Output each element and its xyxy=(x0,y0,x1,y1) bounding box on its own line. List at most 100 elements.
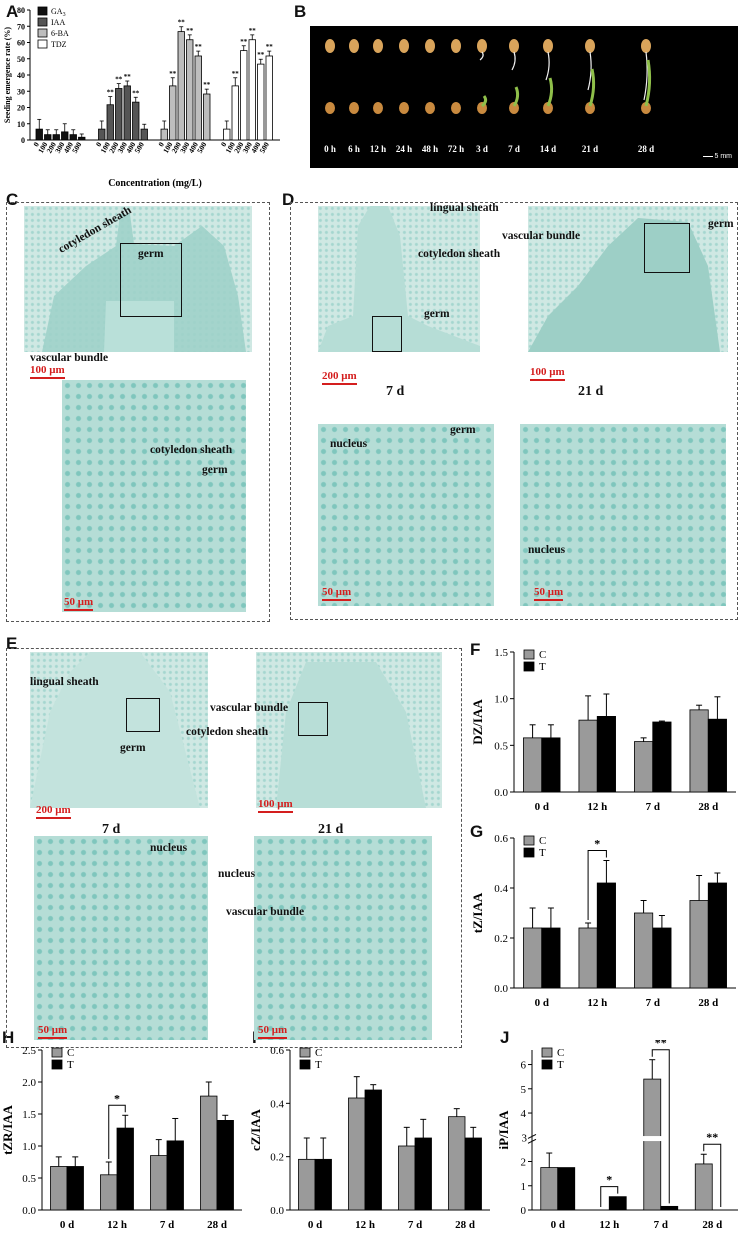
scale-bar-e-bl: 50 μm xyxy=(38,1024,67,1039)
sig-mark-a: ** xyxy=(115,76,123,84)
bar-a xyxy=(223,128,231,141)
significance-mark: * xyxy=(594,837,600,851)
label-nucleus-d: nucleus xyxy=(330,438,368,450)
bar xyxy=(596,882,616,989)
micrograph-c-bottom xyxy=(62,380,246,612)
legend-swatch xyxy=(51,1047,63,1058)
scale-bar-c-top: 100 μm xyxy=(30,364,65,379)
bar-a xyxy=(160,128,168,141)
panel-label-b: B xyxy=(294,2,307,21)
bar xyxy=(557,1167,576,1211)
panel-label-j: J xyxy=(500,1028,510,1047)
scale-bar-c-bottom: 50 μm xyxy=(64,596,93,611)
significance-mark: * xyxy=(114,1091,120,1105)
bar xyxy=(150,1155,168,1211)
legend-swatch xyxy=(541,1059,553,1070)
panel-label-g: G xyxy=(470,822,484,841)
bar xyxy=(523,737,543,793)
significance-bracket xyxy=(651,1049,670,1204)
shoot-10 xyxy=(644,59,652,107)
roi-box-e-21d xyxy=(298,702,328,736)
sig-mark-a: ** xyxy=(169,70,177,78)
scale-bar-d-tr: 100 μm xyxy=(530,366,565,381)
shoot-6 xyxy=(480,95,488,108)
bar-a xyxy=(194,55,202,141)
y-tick-label: 0.4 xyxy=(494,883,508,895)
micrograph-e-21d-zoom xyxy=(254,836,432,1040)
panel-label-c: C xyxy=(6,190,19,209)
x-tick-label: 0 d xyxy=(535,801,549,813)
seed-bottom-8 xyxy=(543,102,553,114)
seed-top-3 xyxy=(399,39,409,53)
bar xyxy=(116,1127,134,1211)
bar xyxy=(523,927,543,989)
legend-label: C xyxy=(67,1047,74,1059)
bar-a xyxy=(177,31,185,141)
legend-swatch xyxy=(523,835,535,846)
bar xyxy=(166,1140,184,1211)
time-label-8: 14 d xyxy=(540,144,556,154)
label-vascular-bundle-e: vascular bundle xyxy=(210,702,289,714)
shoot-7 xyxy=(512,86,520,107)
legend-swatch xyxy=(541,1047,553,1058)
bar xyxy=(464,1137,482,1211)
x-tick-label: 12 h xyxy=(599,1219,619,1231)
bar-a xyxy=(123,85,131,141)
x-tick-label: 12 h xyxy=(587,801,607,813)
seed-top-5 xyxy=(451,39,461,53)
y-tick-label-a: 50 xyxy=(17,55,25,64)
x-tick-label: 0 d xyxy=(60,1219,74,1231)
y-tick-label: 0.0 xyxy=(494,983,508,995)
label-vascular-bundle-d: vascular bundle xyxy=(502,230,581,242)
legend-label-a: 6-BA xyxy=(51,29,69,38)
significance-mark: ** xyxy=(655,1040,667,1050)
legend-label: T xyxy=(539,661,546,673)
seed-top-6 xyxy=(477,39,487,53)
bar xyxy=(634,912,654,989)
time-label-6: 3 d xyxy=(476,144,488,154)
bar xyxy=(689,709,709,793)
legend-label: C xyxy=(557,1047,564,1059)
sig-mark-a: ** xyxy=(203,81,211,89)
label-vascular-bundle-e2: vascular bundle xyxy=(226,906,305,918)
scale-bar-e-tr: 100 μm xyxy=(258,798,293,813)
bar xyxy=(689,900,709,989)
y-tick-label-a: 40 xyxy=(17,71,25,80)
sig-mark-a: ** xyxy=(249,27,257,35)
y-axis-label: DZ/IAA xyxy=(470,699,485,745)
significance-bracket xyxy=(600,1186,619,1207)
root-top-10 xyxy=(643,51,648,101)
y-tick-label: 0.5 xyxy=(494,740,508,752)
bar-a xyxy=(140,128,148,141)
roi-box-e-7d xyxy=(126,698,160,732)
roi-box-c xyxy=(120,243,182,317)
micrograph-d-7d xyxy=(318,206,480,352)
time-label-10: 28 d xyxy=(638,144,654,154)
bar-a xyxy=(132,101,140,141)
bar-a xyxy=(106,104,114,141)
panel-d-frame xyxy=(290,202,738,620)
bar xyxy=(694,1163,713,1211)
y-tick-label: 0.6 xyxy=(270,1045,284,1057)
time-label-2: 12 h xyxy=(370,144,386,154)
x-tick-label: 0 d xyxy=(535,997,549,1009)
time-label-4: 48 h xyxy=(422,144,438,154)
legend-swatch-a xyxy=(37,39,48,49)
bar xyxy=(608,1196,627,1211)
y-tick-label: 0.5 xyxy=(22,1173,36,1185)
bar-a xyxy=(44,134,52,141)
legend-swatch xyxy=(523,847,535,858)
y-axis-label: tZ/IAA xyxy=(470,892,485,933)
seed-bottom-1 xyxy=(349,102,359,114)
seed-top-8 xyxy=(543,39,553,53)
sig-mark-a: ** xyxy=(124,73,132,81)
bar xyxy=(66,1166,84,1211)
x-tick-label: 0 d xyxy=(551,1219,565,1231)
legend-swatch-a xyxy=(37,6,48,16)
bar-a xyxy=(35,128,43,141)
time-label-0: 0 h xyxy=(324,144,336,154)
bar xyxy=(540,1167,559,1211)
day-label-e-7d: 7 d xyxy=(102,822,121,837)
label-germ-c: germ xyxy=(138,248,164,260)
